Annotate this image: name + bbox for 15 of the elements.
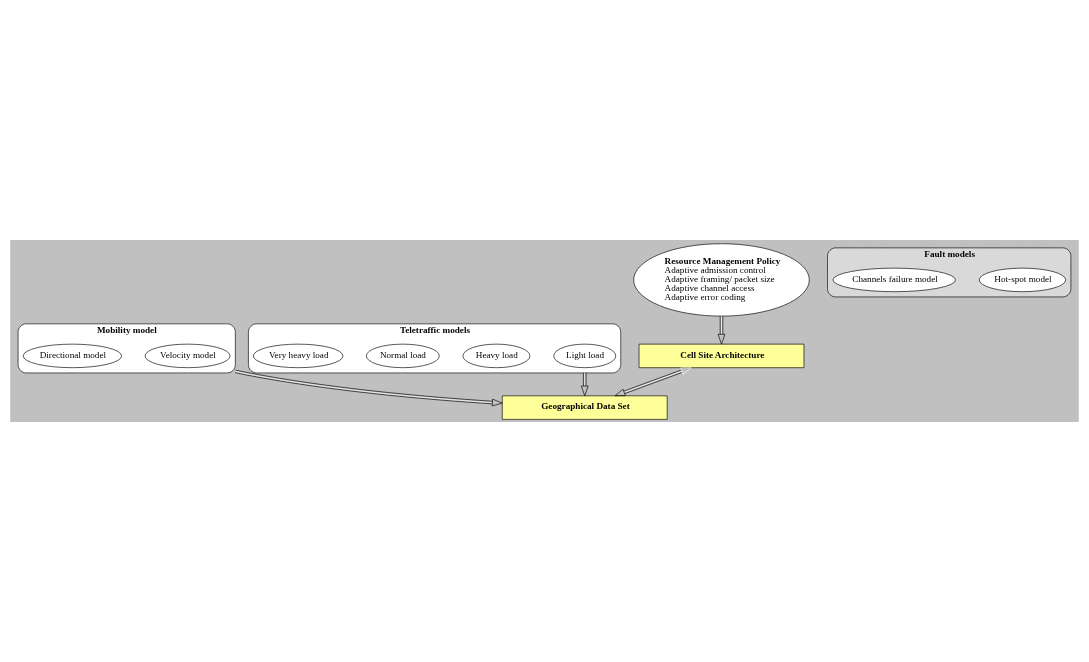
node-ellipse: Directional model [22, 343, 122, 368]
node-ellipse: Heavy load [462, 343, 531, 368]
node-ellipse: Hot-spot model [978, 267, 1067, 292]
arrow [234, 369, 503, 407]
node-ellipse: Normal load [366, 343, 440, 368]
arrow [717, 315, 726, 345]
arrow [581, 372, 589, 397]
arrow [614, 367, 692, 397]
node-ellipse: Resource Management Policy Adaptive admission control Adaptive framing/ packet size Adaptive channel access Adaptive error coding [633, 243, 810, 317]
node-ellipse: Channels failure model [832, 267, 956, 292]
node-box: Geographical Data Set [501, 395, 668, 420]
node-ellipse: Velocity model [144, 343, 231, 368]
node-ellipse: Light load [553, 343, 617, 368]
node-ellipse: Very heavy load [253, 343, 344, 368]
node-box: Cell Site Architecture [638, 343, 805, 368]
